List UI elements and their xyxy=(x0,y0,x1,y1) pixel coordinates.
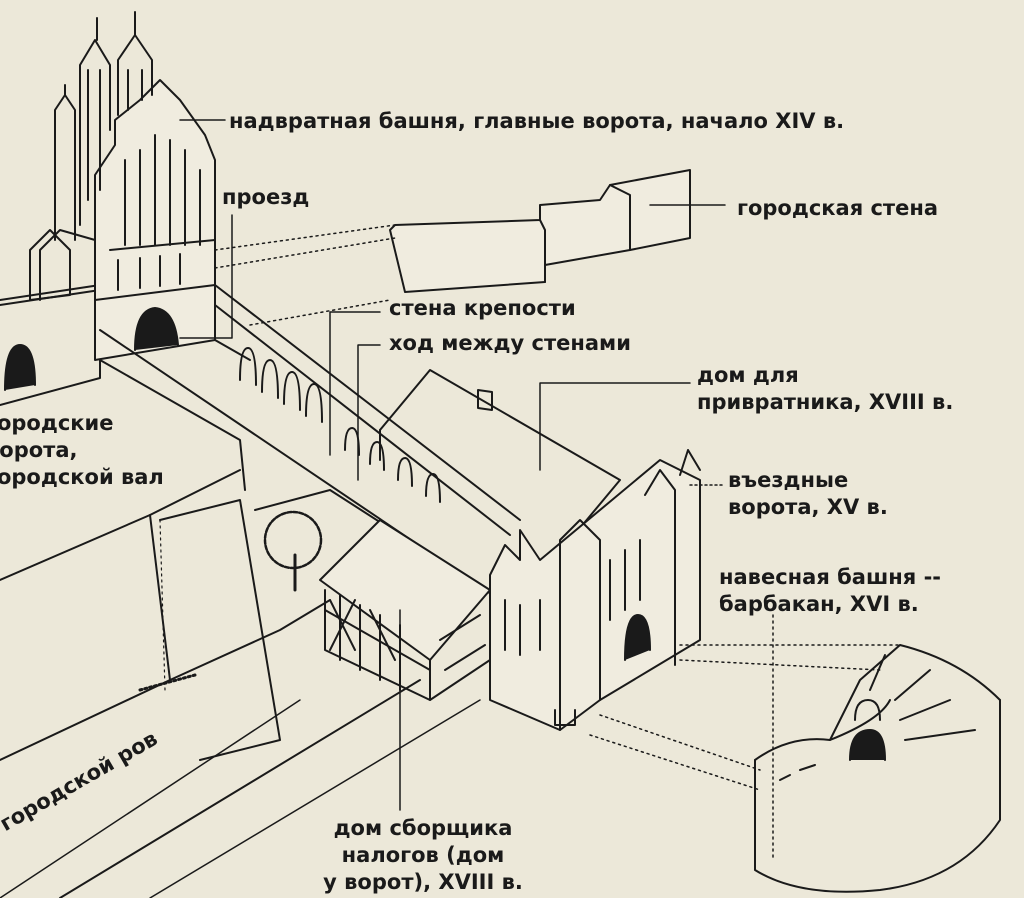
label-tax-house: дом сборщика налогов (дом у ворот), XVII… xyxy=(303,815,543,896)
label-entry-gates: въездные ворота, XV в. xyxy=(728,467,888,521)
label-entry-gates-line-2: ворота, XV в. xyxy=(728,495,888,519)
label-between-walls: ход между стенами xyxy=(389,331,631,355)
label-barbican-line-2: барбакан, XVI в. xyxy=(719,592,919,616)
city-wall-block xyxy=(389,169,691,293)
label-city-gates-line-2: ворота, xyxy=(0,438,78,462)
barbican-tower xyxy=(754,644,1001,893)
leader-lines xyxy=(179,119,901,861)
label-gate-tower: надвратная башня, главные ворота, начало… xyxy=(229,109,845,133)
label-passage: проезд xyxy=(222,185,310,209)
label-barbican-line-1: навесная башня -- xyxy=(719,565,942,589)
city-gate-wall xyxy=(0,229,101,406)
label-gatekeeper-house-line-2: привратника, XVIII в. xyxy=(697,390,954,414)
label-city-gates-line-3: городской вал xyxy=(0,465,164,489)
label-tax-house-line-3: у ворот), XVIII в. xyxy=(323,870,523,894)
label-entry-gates-line-1: въездные xyxy=(728,468,849,492)
label-gatekeeper-house-line-1: дом для xyxy=(697,363,799,387)
tax-collector-house xyxy=(254,489,491,701)
label-city-gates: городские ворота, городской вал xyxy=(0,410,164,491)
label-tax-house-line-2: налогов (дом xyxy=(341,843,505,867)
label-tax-house-line-1: дом сборщика xyxy=(333,816,513,840)
main-gate-tower xyxy=(39,11,216,361)
entry-gates xyxy=(489,449,701,731)
label-city-gates-line-1: городские xyxy=(0,411,114,435)
label-city-wall: городская стена xyxy=(737,196,939,220)
gatekeeper-house xyxy=(379,369,621,541)
label-fortress-wall: стена крепости xyxy=(389,296,576,320)
fortress-walls xyxy=(99,284,521,601)
label-barbican: навесная башня -- барбакан, XVI в. xyxy=(719,564,941,618)
label-gatekeeper-house: дом для привратника, XVIII в. xyxy=(697,362,953,416)
ground-and-moat xyxy=(0,469,481,898)
